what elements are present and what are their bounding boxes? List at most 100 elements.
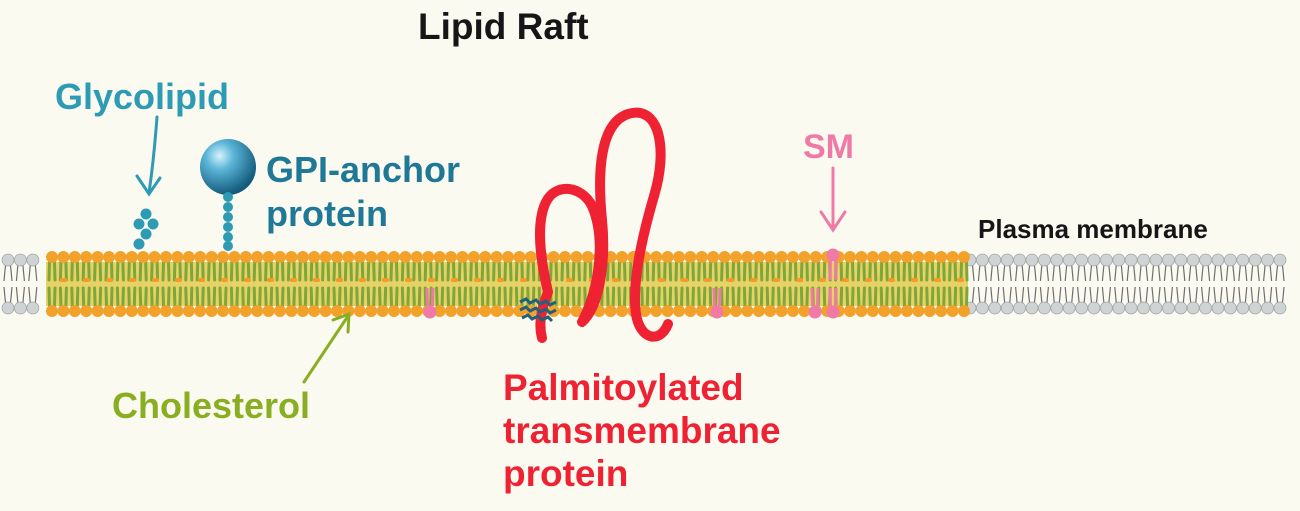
raft-lipid [433, 251, 446, 317]
raft-lipid [205, 251, 218, 317]
raft-lipid [650, 251, 663, 317]
diagram-title: Lipid Raft [418, 6, 589, 47]
palm-label-line-2: transmembrane [503, 410, 781, 451]
plain-lipid [1186, 253, 1200, 315]
gpi-anchor-bead [223, 222, 233, 232]
cholesterol-molecule [842, 278, 849, 282]
cholesterol-molecule [451, 278, 458, 282]
gpi-anchor-protein [200, 139, 256, 251]
plain-lipid [976, 253, 989, 315]
raft-lipid [912, 251, 925, 317]
plain-lipid [1261, 253, 1274, 315]
plain-lipid [1, 253, 15, 315]
plain-lipid [1013, 253, 1026, 315]
plain-lipid [1100, 253, 1113, 315]
raft-lipid [684, 251, 697, 317]
raft-lipid [889, 251, 902, 317]
gpi-label-line-2: protein [266, 193, 388, 234]
plain-lipid [1075, 253, 1088, 315]
plain-lipid [1273, 253, 1287, 315]
raft-lipid [217, 251, 229, 317]
plain-lipid [1149, 253, 1163, 315]
raft-lipid [866, 251, 879, 317]
cholesterol-molecule [129, 278, 136, 282]
plain-lipid [1000, 253, 1014, 315]
raft-lipid [616, 251, 628, 317]
gpi-anchor-bead [223, 202, 233, 212]
raft-lipid [775, 251, 788, 317]
plasma-membrane-label: Plasma membrane [978, 214, 1208, 244]
gpi-anchor-bead [223, 232, 233, 242]
palm-label-line-1: Palmitoylated [503, 367, 744, 408]
raft-lipid [490, 251, 503, 317]
raft-lipid [673, 251, 685, 317]
raft-lipid [901, 251, 913, 317]
sm-lipid [423, 287, 437, 319]
cholesterol-molecule [382, 278, 389, 282]
raft-lipid [228, 251, 241, 317]
raft-lipid [171, 251, 184, 317]
cholesterol-molecule [60, 278, 67, 282]
gpi-label-line-1: GPI-anchor [266, 149, 461, 190]
raft-lipid [274, 251, 286, 317]
plain-lipid [1236, 253, 1250, 315]
sm-label: SM [803, 128, 854, 166]
cholesterol-molecule [566, 278, 573, 282]
raft-lipid [376, 251, 389, 317]
cholesterol-molecule [474, 278, 481, 282]
cholesterol-molecule [911, 278, 918, 282]
plain-lipid [1112, 253, 1126, 315]
raft-lipid [399, 251, 412, 317]
cholesterol-molecule [497, 278, 504, 282]
plain-lipid [1224, 253, 1237, 315]
gpi-sphere-icon [200, 139, 256, 195]
cholesterol-molecule [428, 278, 435, 282]
gpi-anchor-bead [223, 212, 233, 222]
raft-lipid [752, 251, 765, 317]
plain-lipid [1211, 253, 1225, 315]
raft-lipid [365, 251, 378, 317]
raft-lipid [456, 251, 469, 317]
cholesterol-molecule [336, 278, 343, 282]
raft-lipid [958, 251, 970, 317]
sm-arrow [819, 166, 847, 233]
cholesterol-molecule [313, 278, 320, 282]
raft-lipid [68, 251, 81, 317]
raft-lipid [114, 251, 127, 317]
gpi-anchor-bead [223, 241, 233, 251]
raft-lipid [353, 251, 366, 317]
raft-lipid [308, 251, 321, 317]
cholesterol-molecule [934, 278, 941, 282]
plain-lipid [1062, 253, 1076, 315]
cholesterol-molecule [773, 278, 780, 282]
raft-lipid [319, 251, 332, 317]
raft-membrane [46, 251, 970, 317]
raft-lipid [559, 251, 571, 317]
raft-lipid [844, 251, 856, 317]
sphingomyelin-lipids [423, 248, 840, 319]
cholesterol-molecule [244, 278, 251, 282]
cholesterol-molecule [290, 278, 297, 282]
raft-lipid [935, 251, 948, 317]
plain-lipid [13, 253, 27, 315]
raft-lipid [923, 251, 936, 317]
glycolipid-label: Glycolipid [55, 76, 230, 117]
raft-lipid [388, 251, 400, 317]
raft-lipid [160, 251, 172, 317]
cholesterol-molecule [106, 278, 113, 282]
raft-lipid [331, 251, 343, 317]
plain-membrane [1, 253, 1287, 315]
raft-lipid [194, 251, 207, 317]
raft-lipid [410, 251, 423, 317]
palmitoylated-protein [519, 107, 673, 343]
cholesterol-molecule [796, 278, 803, 282]
raft-lipid [103, 251, 115, 317]
raft-lipid [661, 251, 674, 317]
plain-lipid [1050, 253, 1064, 315]
raft-lipid [730, 251, 742, 317]
plain-lipid [1025, 253, 1039, 315]
raft-lipid [182, 251, 195, 317]
cholesterol-molecule [198, 278, 205, 282]
cholesterol-molecule [819, 278, 826, 282]
